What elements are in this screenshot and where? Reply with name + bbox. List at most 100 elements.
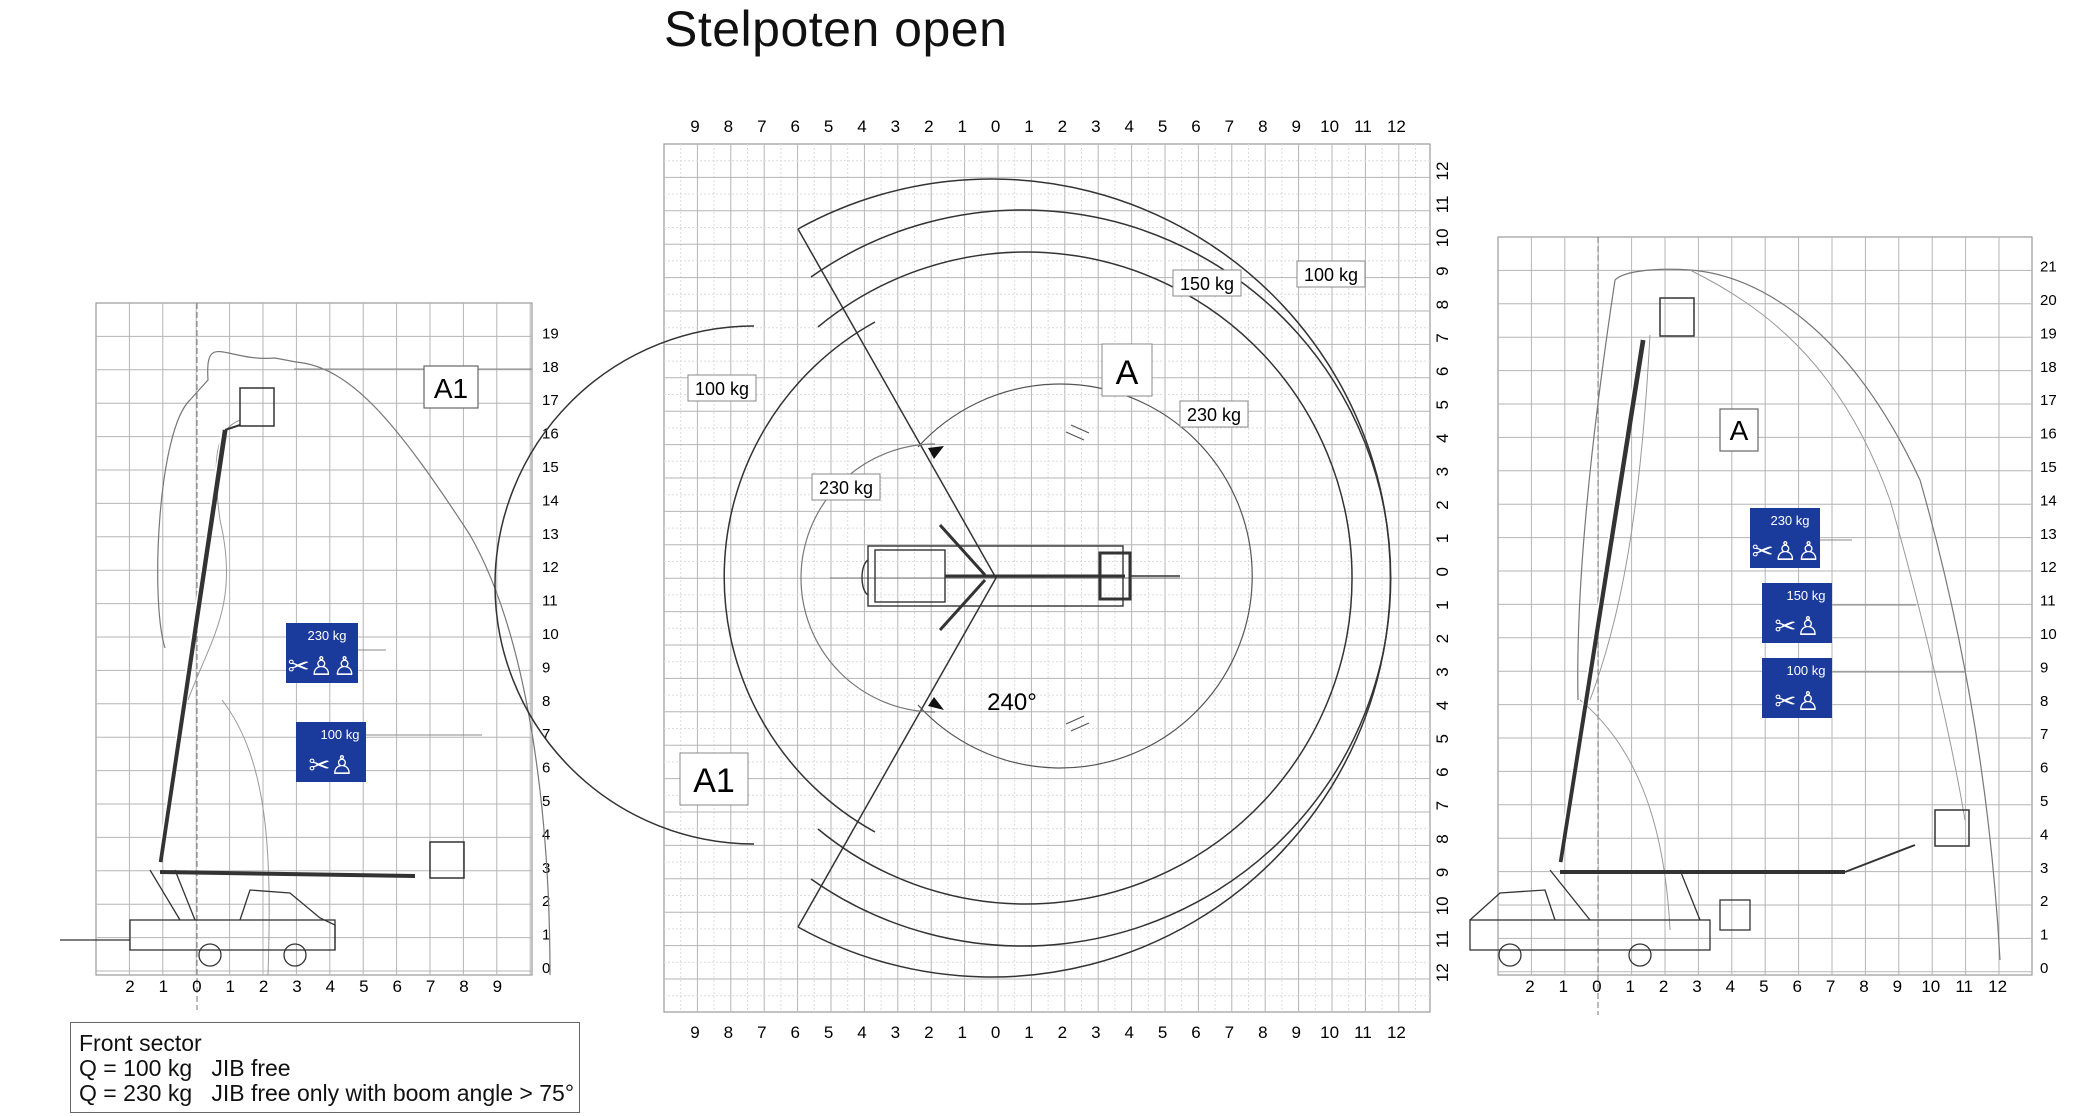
top-x-tick-label: 3 — [891, 117, 900, 136]
top-x-tick-label: 9 — [690, 117, 699, 136]
bottom-x-tick-label: 3 — [1091, 1023, 1100, 1042]
left-x-tick-label: 3 — [292, 977, 301, 996]
right-x-tick-label: 12 — [1988, 977, 2007, 996]
label-right-100: 100 kg — [1296, 260, 1366, 288]
top-y-tick-label: 4 — [1433, 701, 1452, 710]
right-y-tick-label: 7 — [2040, 726, 2048, 743]
top-y-tick-label: 12 — [1433, 162, 1452, 181]
left-x-tick-label: 8 — [459, 977, 468, 996]
svg-text:100 kg: 100 kg — [320, 727, 359, 742]
right-y-tick-label: 8 — [2040, 693, 2048, 710]
right-badge-100: 100 kg ✂♙ — [1762, 658, 1832, 718]
bottom-x-tick-label: 10 — [1320, 1023, 1339, 1042]
top-view-outreach-arcs — [494, 178, 1392, 978]
left-view-grid — [95, 302, 533, 1010]
left-y-tick-label: 0 — [542, 960, 550, 977]
right-y-tick-label: 10 — [2040, 626, 2057, 643]
top-y-tick-label: 0 — [1433, 567, 1452, 576]
right-x-tick-label: 5 — [1759, 977, 1768, 996]
bottom-x-tick-label: 7 — [757, 1023, 766, 1042]
svg-text:230 kg: 230 kg — [1187, 405, 1241, 425]
right-y-tick-label: 5 — [2040, 793, 2048, 810]
top-x-tick-label: 1 — [1024, 117, 1033, 136]
bottom-x-tick-label: 6 — [790, 1023, 799, 1042]
right-y-tick-label: 12 — [2040, 559, 2057, 576]
right-boom-inner — [1557, 339, 1641, 863]
right-x-tick-label: 4 — [1726, 977, 1735, 996]
bottom-x-tick-label: 3 — [891, 1023, 900, 1042]
top-y-tick-label: 11 — [1433, 196, 1452, 214]
right-y-tick-label: 9 — [2040, 659, 2048, 676]
right-y-tick-label: 0 — [2040, 960, 2048, 977]
left-y-tick-label: 15 — [542, 459, 559, 476]
top-x-tick-label: 11 — [1354, 117, 1372, 136]
svg-text:A: A — [1116, 354, 1139, 392]
sector-arrow-top — [928, 446, 944, 459]
svg-text:230 kg: 230 kg — [819, 478, 873, 498]
right-x-tick-label: 9 — [1893, 977, 1902, 996]
svg-text:✂♙♙: ✂♙♙ — [288, 652, 356, 682]
left-y-tick-label: 11 — [542, 593, 558, 610]
top-x-tick-label: 3 — [1091, 117, 1100, 136]
left-y-tick-label: 6 — [542, 760, 550, 777]
top-x-tick-label: 4 — [1124, 117, 1133, 136]
top-x-tick-label: 6 — [790, 117, 799, 136]
right-y-tick-label: 1 — [2040, 927, 2048, 944]
top-view-inner-circle — [917, 383, 1253, 769]
top-y-tick-label: 2 — [1433, 500, 1452, 509]
left-y-tick-label: 10 — [542, 626, 559, 643]
top-y-tick-label: 1 — [1433, 600, 1452, 609]
right-x-tick-label: 2 — [1659, 977, 1668, 996]
left-basket-top — [239, 387, 275, 427]
left-y-tick-label: 14 — [542, 492, 559, 509]
right-y-tick-label: 11 — [2040, 593, 2056, 610]
left-x-tick-label: 7 — [426, 977, 435, 996]
left-y-tick-label: 19 — [542, 325, 559, 342]
top-x-tick-label: 9 — [1291, 117, 1300, 136]
zone-a1-label: A1 — [679, 752, 749, 806]
right-truck — [1469, 869, 1751, 967]
right-y-tick-label: 4 — [2040, 826, 2048, 843]
svg-text:✂♙: ✂♙ — [1774, 687, 1819, 717]
left-y-tick-label: 3 — [542, 860, 550, 877]
right-y-tick-label: 13 — [2040, 526, 2057, 543]
left-x-tick-label: 2 — [259, 977, 268, 996]
top-x-tick-label: 5 — [824, 117, 833, 136]
right-x-tick-label: 0 — [1592, 977, 1601, 996]
left-jib — [224, 424, 241, 431]
top-y-tick-label: 12 — [1433, 963, 1452, 982]
left-badge-230: 230 kg ✂♙♙ — [286, 623, 358, 683]
zone-a-label: A — [1101, 343, 1153, 397]
right-lower-curve — [1579, 699, 1671, 931]
left-x-tick-label: 6 — [392, 977, 401, 996]
label-left-100: 100 kg — [687, 374, 757, 402]
top-y-tick-label: 9 — [1433, 266, 1452, 275]
svg-text:230 kg: 230 kg — [307, 628, 346, 643]
top-x-tick-label: 2 — [924, 117, 933, 136]
right-y-tick-label: 16 — [2040, 426, 2057, 443]
top-x-tick-label: 4 — [857, 117, 866, 136]
left-x-tick-label: 5 — [359, 977, 368, 996]
bottom-x-tick-label: 4 — [857, 1023, 866, 1042]
top-x-tick-label: 12 — [1387, 117, 1406, 136]
note-line-2: Q = 100 kg JIB free — [79, 1055, 291, 1081]
left-y-tick-label: 12 — [542, 559, 559, 576]
svg-text:100 kg: 100 kg — [1304, 265, 1358, 285]
label-left-230: 230 kg — [811, 473, 881, 501]
top-view-truck — [861, 523, 1180, 632]
bottom-x-tick-label: 9 — [1291, 1023, 1300, 1042]
left-y-tick-label: 1 — [542, 927, 550, 944]
right-badge-150: 150 kg ✂♙ — [1762, 583, 1832, 643]
top-view-grid — [663, 143, 1431, 1013]
left-zone-label: A1 — [434, 373, 468, 404]
right-x-tick-label: 1 — [1559, 977, 1568, 996]
sector-arrow-bottom — [928, 697, 944, 710]
top-y-tick-label: 8 — [1433, 300, 1452, 309]
right-badge-230: 230 kg ✂♙♙ — [1750, 508, 1820, 568]
right-y-tick-label: 15 — [2040, 459, 2057, 476]
